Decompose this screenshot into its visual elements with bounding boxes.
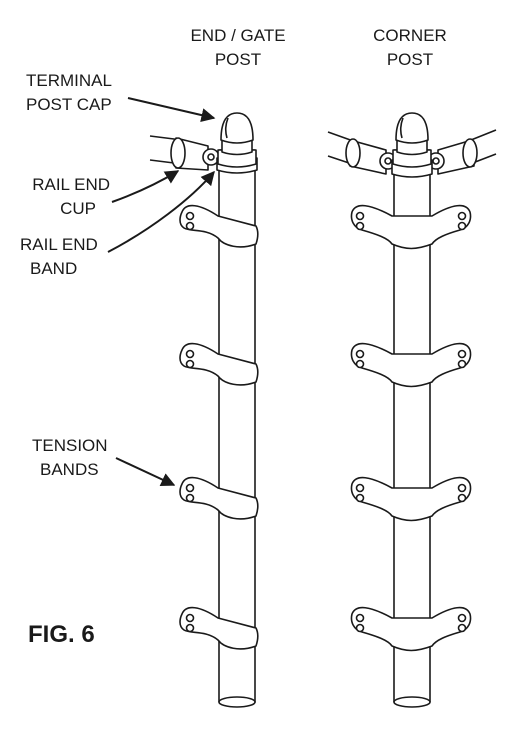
tension-bands-arrow [115, 457, 176, 487]
corner-post-heading-line2: POST [387, 50, 433, 69]
corner-tension-band-4 [350, 606, 472, 652]
corner-tension-band-3 [350, 476, 472, 522]
terminal-post-cap-label-line1: TERMINAL [26, 71, 112, 90]
rail-end-band-label-line2: BAND [30, 259, 77, 278]
terminal-post-cap [217, 112, 257, 168]
end-gate-post-heading-line1: END / GATE [190, 26, 285, 45]
corner-tension-band-2 [350, 342, 472, 388]
tension-band-2 [179, 342, 259, 386]
end-gate-post-heading-line2: POST [215, 50, 261, 69]
tension-band-3 [179, 476, 259, 520]
tension-bands-label-line2: BANDS [40, 460, 99, 479]
tension-band-4 [179, 606, 259, 650]
rail-end-cup-arrow [111, 170, 180, 203]
corner-post [327, 112, 497, 708]
figure-label: FIG. 6 [28, 621, 95, 648]
terminal-post-cap-label-line2: POST CAP [26, 95, 112, 114]
rail-end-band-label-line1: RAIL END [20, 235, 98, 254]
corner-post-bottom [393, 696, 431, 708]
tension-band-1 [179, 204, 259, 248]
corner-post-cap [392, 112, 432, 168]
corner-rail-right [427, 129, 497, 175]
end-gate-post [149, 112, 259, 708]
corner-post-heading-line1: CORNER [373, 26, 447, 45]
corner-tension-band-1 [350, 204, 472, 250]
terminal-post-cap-arrow [127, 97, 216, 122]
rail-end-cup-label-line2: CUP [60, 199, 96, 218]
rail-end-cup-label-line1: RAIL END [32, 175, 110, 194]
end-post-bottom [218, 696, 256, 708]
tension-bands-label-line1: TENSION [32, 436, 108, 455]
rail-end-band-arrow [107, 170, 215, 253]
corner-rail-left [327, 131, 397, 175]
rail-end-cup [170, 137, 220, 171]
